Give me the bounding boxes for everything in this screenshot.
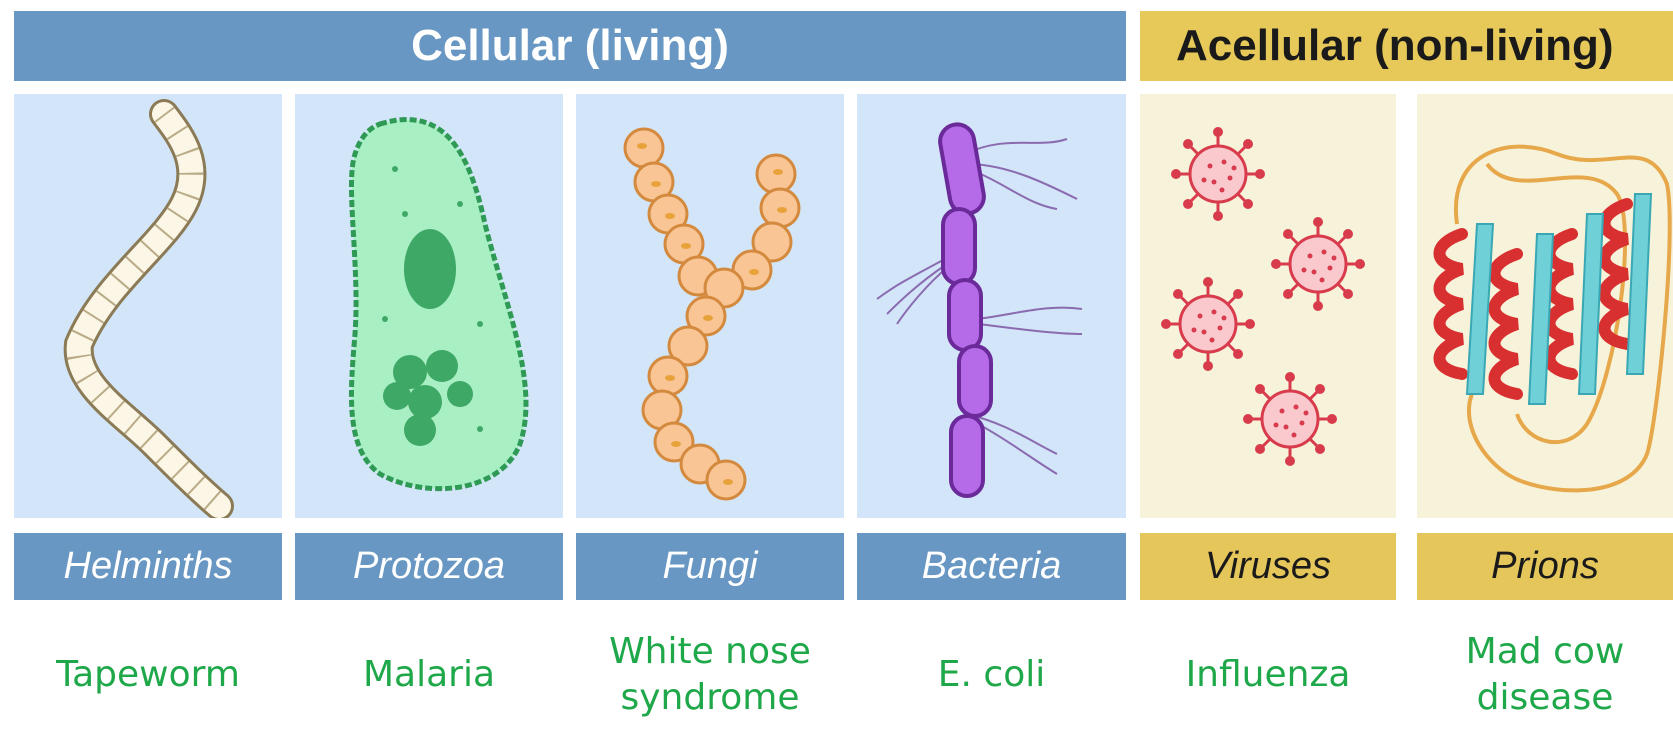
example-mad-cow-disease: Mad cow disease	[1417, 620, 1673, 730]
label-viruses: Viruses	[1140, 533, 1396, 600]
label-prions: Prions	[1417, 533, 1673, 600]
example-influenza: Influenza	[1140, 620, 1396, 730]
helminths-panel	[14, 94, 282, 518]
tapeworm-icon	[14, 94, 282, 518]
fungi-chain-icon	[576, 94, 844, 518]
virus-icon	[1140, 94, 1396, 518]
label-fungi: Fungi	[576, 533, 844, 600]
bacteria-panel	[857, 94, 1126, 518]
prions-panel	[1417, 94, 1673, 518]
acellular-header: Acellular (non-living)	[1140, 11, 1673, 81]
example-e-coli: E. coli	[857, 620, 1126, 730]
label-helminths: Helminths	[14, 533, 282, 600]
example-malaria: Malaria	[295, 620, 563, 730]
viruses-panel	[1140, 94, 1396, 518]
label-bacteria: Bacteria	[857, 533, 1126, 600]
cellular-header: Cellular (living)	[14, 11, 1126, 81]
prion-protein-icon	[1417, 94, 1673, 518]
label-protozoa: Protozoa	[295, 533, 563, 600]
protozoa-panel	[295, 94, 563, 518]
fungi-panel	[576, 94, 844, 518]
example-tapeworm: Tapeworm	[14, 620, 282, 730]
example-white-nose-syndrome: White nose syndrome	[576, 620, 844, 730]
bacteria-icon	[857, 94, 1126, 518]
protozoa-cell-icon	[295, 94, 563, 518]
